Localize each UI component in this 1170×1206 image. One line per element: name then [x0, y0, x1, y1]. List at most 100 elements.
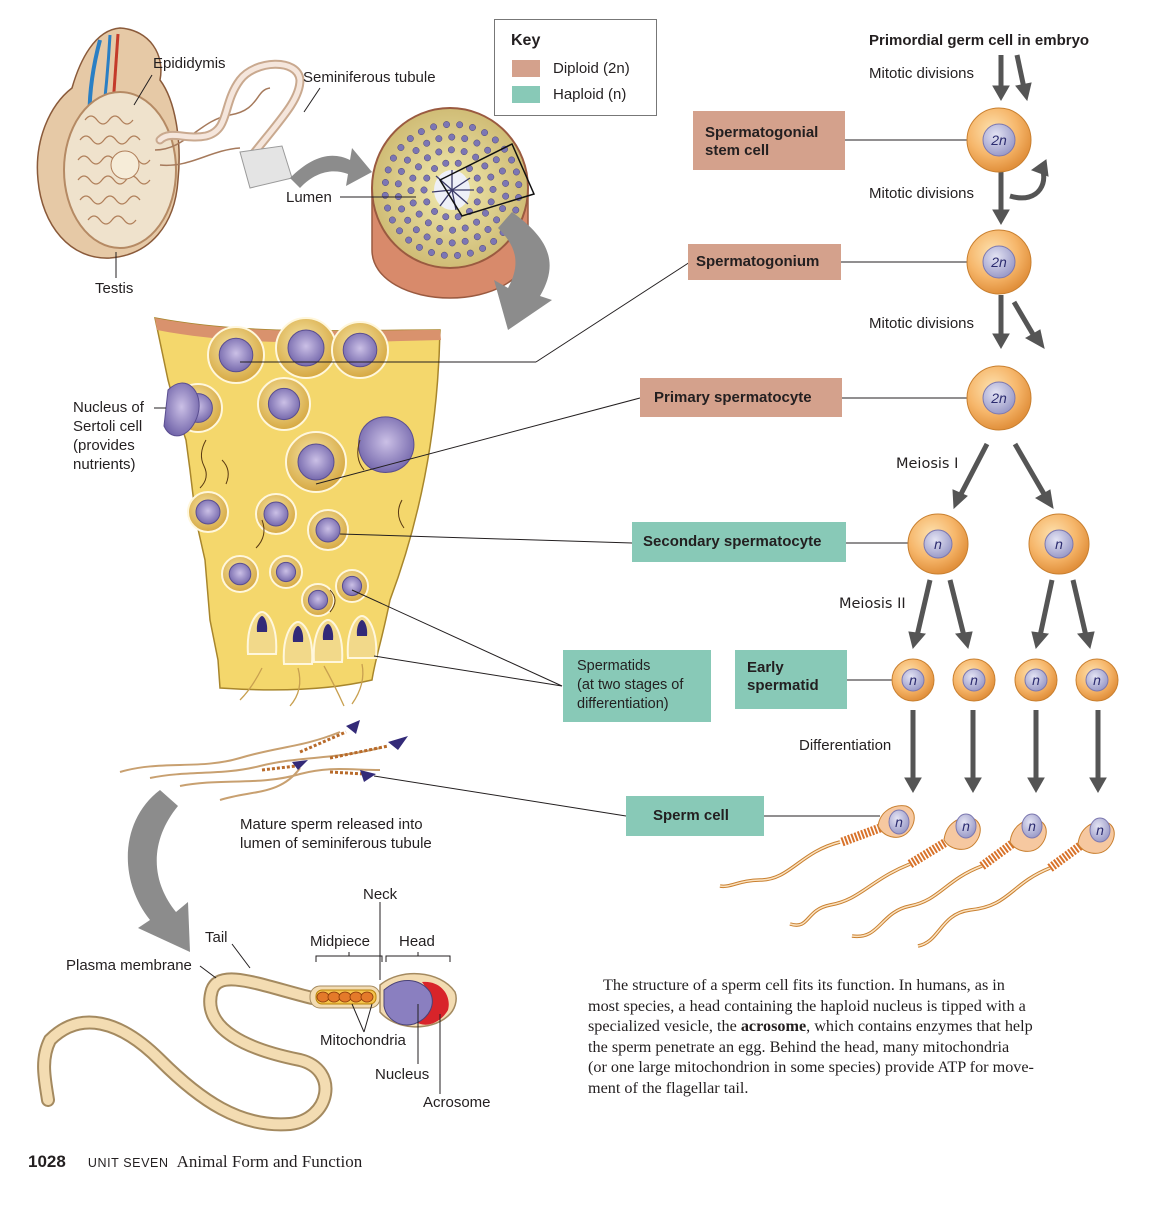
book-section-title: Animal Form and Function — [176, 1152, 363, 1171]
tubule-cell-dot — [409, 174, 417, 182]
tubule-cell-dot — [381, 191, 389, 199]
anatomy-leader-lines — [115, 74, 691, 1094]
early-spermatid-label-line2: spermatid — [747, 677, 819, 694]
tubule-cell-dot — [431, 208, 438, 215]
tubule-cell-dot — [423, 154, 431, 162]
tubule-cell-dot — [435, 135, 443, 143]
tubule-cell-dot — [493, 216, 501, 224]
early-spermatid-box: Early spermatid — [735, 650, 847, 709]
primary-spermatocyte-box: Primary spermatocyte — [640, 378, 842, 417]
tubule-cell-dot — [448, 239, 456, 247]
tubule-cell-dot — [407, 187, 415, 195]
tubule-cell-dot — [499, 205, 507, 213]
sertoli-label-line4: nutrients) — [73, 456, 136, 473]
tubule-cell-dot — [447, 146, 455, 154]
tubule-cell-dot — [489, 185, 497, 193]
pathway-sperm-3: n — [851, 813, 1047, 939]
head-label: Head — [399, 933, 435, 950]
stem-cell-box: Spermatogonial stem cell — [693, 111, 845, 170]
page-number: 1028 — [28, 1152, 66, 1171]
tubule-cell-dot — [473, 139, 481, 147]
tubule-cell-dot — [415, 210, 423, 218]
meiosis-2-label: Meiosis II — [839, 596, 906, 612]
tubule-cell-dot — [476, 186, 484, 194]
spermatogonium-label: Spermatogonium — [696, 253, 820, 270]
spermatids-label-line2: (at two stages of — [577, 677, 684, 693]
tubule-cell-dot — [481, 129, 488, 137]
ploidy-mark: n — [962, 818, 970, 834]
tubule-cell-dot — [405, 236, 413, 244]
ploidy-mark: n — [1093, 672, 1101, 688]
sperm-detail — [37, 972, 457, 1132]
tubule-cell-dot — [456, 121, 464, 129]
germ-cell-nucleus — [342, 332, 378, 368]
tubule-cell-dot — [431, 165, 438, 172]
tubule-cell-dot — [430, 123, 438, 131]
tubule-cell-dot — [381, 179, 389, 186]
stem-cell-label-line2: stem cell — [705, 142, 770, 159]
tubule-cell-dot — [460, 148, 468, 156]
early-spermatid-label-line1: Early — [747, 659, 784, 676]
tail-label: Tail — [205, 929, 228, 946]
spermatids-label-line3: differentiation) — [577, 696, 669, 712]
germ-cell-nucleus — [228, 562, 252, 586]
differentiation-label: Differentiation — [799, 737, 892, 754]
haploid-swatch — [512, 86, 540, 103]
tubule-cell-dot — [492, 156, 500, 164]
sperm-cell-box: Sperm cell — [626, 796, 764, 836]
pathway-sperm-2: n — [789, 813, 981, 927]
tubule-cell-dot — [424, 219, 432, 227]
ploidy-mark: n — [1028, 818, 1036, 834]
cell-stem: 2n — [966, 107, 1032, 173]
spermatogonium-box: Spermatogonium — [688, 244, 841, 280]
spermatid-head — [356, 620, 368, 636]
tubule-cell-dot — [423, 174, 431, 182]
caption-line-5: (or one large mitochondrion in some spec… — [588, 1058, 1034, 1076]
tubule-cell-dot — [461, 224, 469, 232]
tubule-cell-dot — [409, 199, 417, 207]
germ-cell-nucleus — [287, 329, 325, 367]
ploidy-mark: n — [1032, 672, 1040, 688]
tubule-cell-dot — [512, 168, 520, 176]
tubule-wall-section — [154, 317, 441, 707]
tubule-cell-dot — [454, 159, 462, 167]
spermatid — [346, 614, 378, 659]
spermatid-head — [322, 624, 334, 640]
diploid-key-label: Diploid (2n) — [553, 60, 630, 77]
tubule-cell-dot — [406, 135, 414, 143]
germ-cell-nucleus — [297, 443, 335, 481]
testis-illustration — [36, 27, 271, 259]
seminiferous-tubule-strand — [155, 59, 305, 189]
epididymis-label: Epididymis — [153, 55, 226, 72]
tubule-cell-dot — [473, 233, 481, 241]
stem-cell-label-line1: Spermatogonial — [705, 124, 819, 141]
tubule-cell-dot — [435, 148, 443, 156]
germ-cell-nucleus — [218, 337, 254, 373]
tubule-cell-dot — [502, 192, 510, 200]
tubule-cell-dot — [473, 174, 481, 182]
pathway-sperm-4: n — [917, 817, 1115, 948]
plasma-membrane-label: Plasma membrane — [66, 957, 192, 974]
tubule-cell-dot — [454, 213, 462, 221]
tubule-cell-dot — [428, 249, 435, 256]
tubule-cell-dot — [417, 128, 425, 136]
key-title: Key — [511, 32, 541, 49]
spermatid — [246, 610, 278, 655]
tubule-cell-dot — [412, 226, 420, 234]
germ-cell-nucleus — [315, 517, 341, 543]
tubule-cell-dot — [484, 226, 492, 233]
neck-label: Neck — [363, 886, 398, 903]
tubule-cell-dot — [508, 156, 516, 164]
tubule-cell-dot — [473, 218, 481, 226]
ploidy-mark: n — [1096, 822, 1104, 838]
pathway-leader-lines — [764, 139, 968, 817]
diploid-swatch — [512, 60, 540, 77]
tubule-cell-dot — [423, 139, 431, 147]
meiosis-1-label: Meiosis I — [896, 456, 959, 472]
tubule-cell-dot — [384, 166, 392, 174]
sperm-cell-label: Sperm cell — [653, 807, 729, 824]
tubule-cell-dot — [469, 124, 476, 131]
tubule-cell-dot — [442, 213, 450, 221]
testis-label: Testis — [95, 280, 134, 297]
